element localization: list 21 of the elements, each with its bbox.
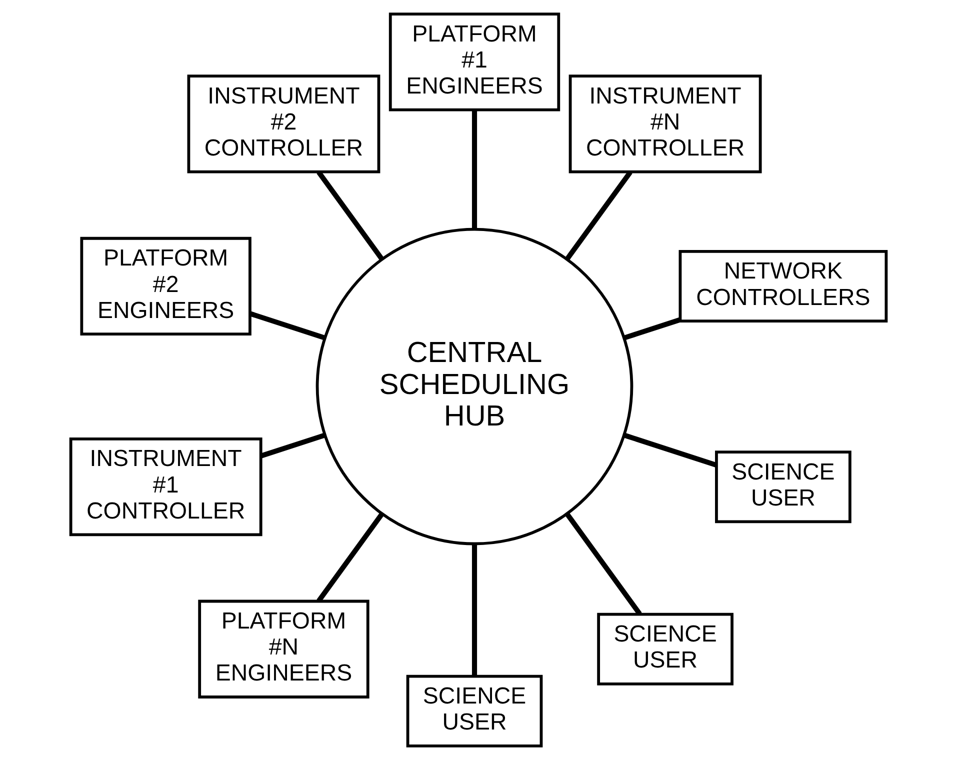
connector xyxy=(564,170,632,261)
node-box: INSTRUMENT #2 CONTROLLER xyxy=(186,74,380,174)
connector xyxy=(564,512,642,616)
connector xyxy=(316,170,384,261)
node-box: SCIENCE USER xyxy=(406,674,542,748)
node-box: NETWORK CONTROLLERS xyxy=(678,250,888,322)
connector xyxy=(316,512,384,602)
node-box: INSTRUMENT #1 CONTROLLER xyxy=(68,438,262,536)
node-box: PLATFORM #N ENGINEERS xyxy=(198,600,369,698)
node-box: PLATFORM #2 ENGINEERS xyxy=(80,236,251,336)
node-box: PLATFORM #1 ENGINEERS xyxy=(388,12,560,112)
node-box: INSTRUMENT #N CONTROLLER xyxy=(568,74,762,174)
connector xyxy=(471,544,477,676)
node-box: SCIENCE USER xyxy=(714,450,851,524)
connector xyxy=(622,317,680,340)
node-circle: CENTRAL SCHEDULING HUB xyxy=(315,228,633,546)
connector xyxy=(471,110,477,230)
connector xyxy=(249,311,326,340)
node-box: SCIENCE USER xyxy=(596,612,733,686)
connector xyxy=(260,432,326,458)
connector xyxy=(622,432,717,468)
